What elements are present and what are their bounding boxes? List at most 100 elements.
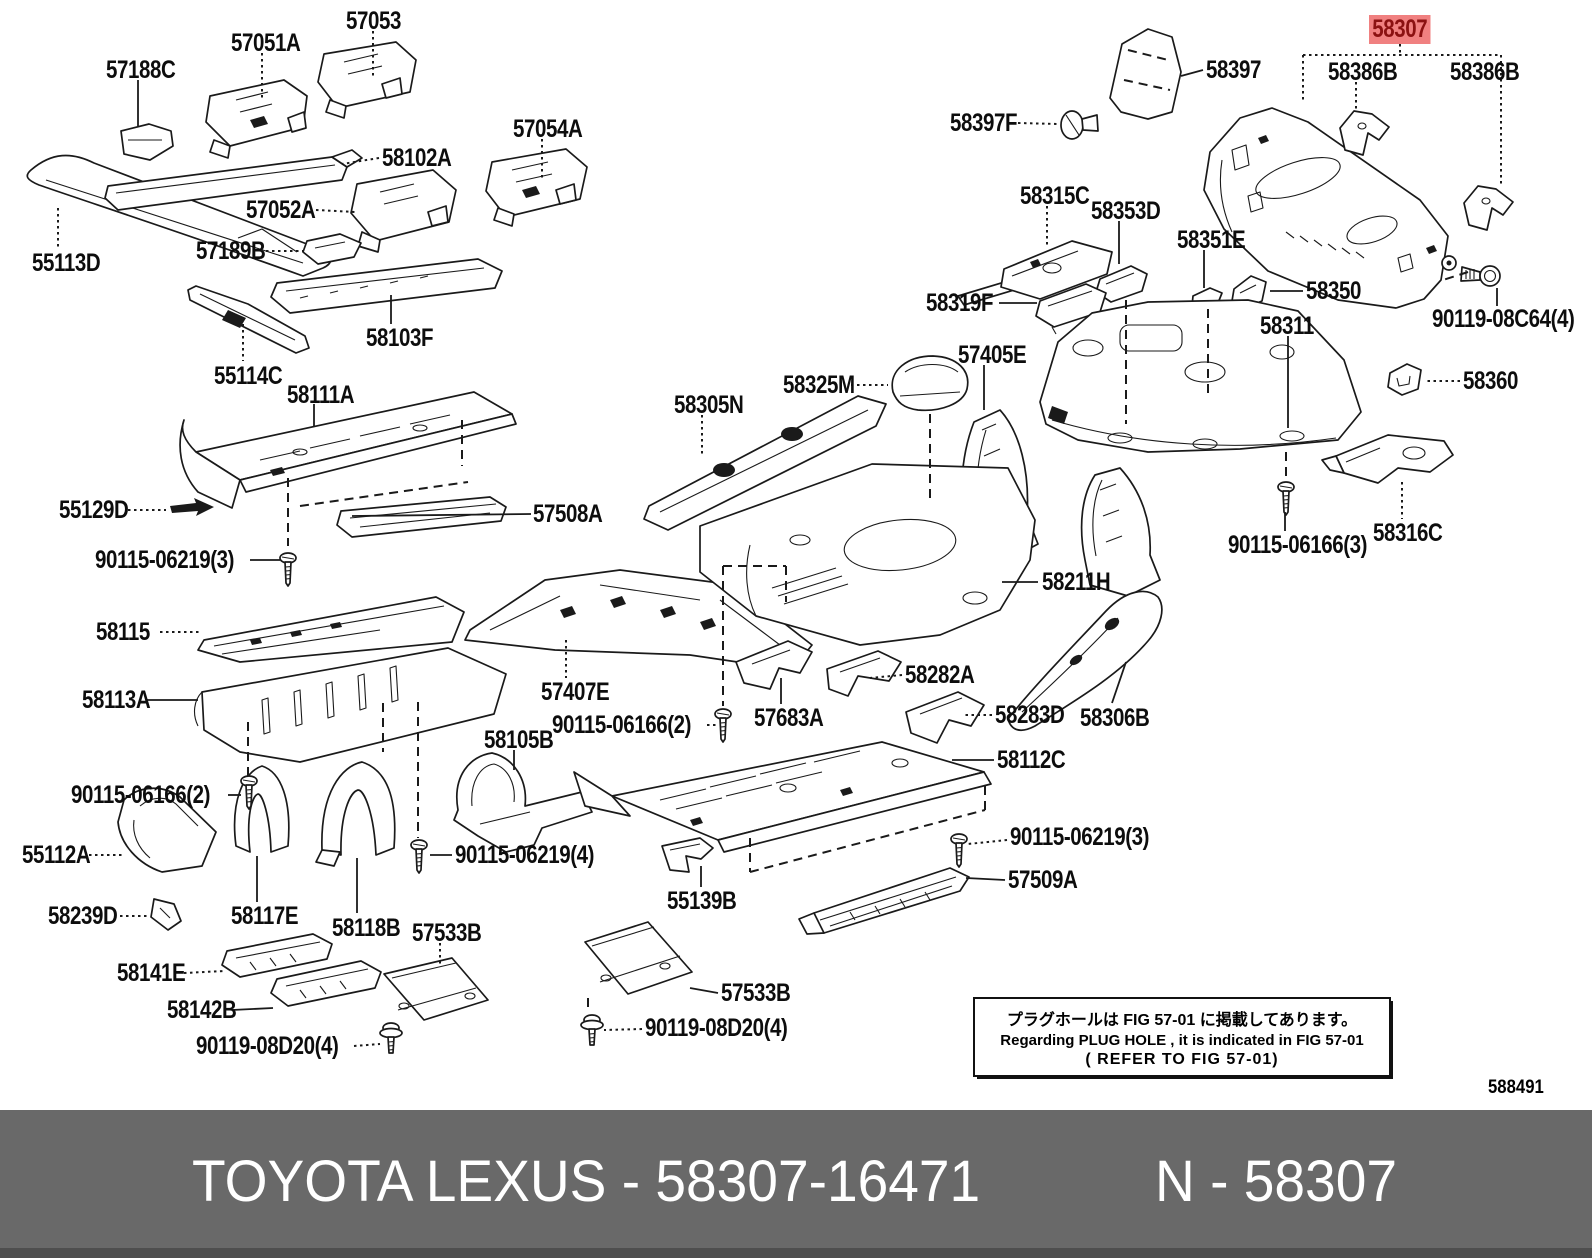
part-label-58105B[interactable]: 58105B xyxy=(484,726,554,754)
part-label-58283D[interactable]: 58283D xyxy=(995,701,1065,729)
part-label-58306B[interactable]: 58306B xyxy=(1080,704,1150,732)
footer-banner: TOYOTA LEXUS - 58307-16471 N - 58307 xyxy=(0,1110,1592,1258)
part-label-58282A[interactable]: 58282A xyxy=(905,661,975,689)
part-label-57189B[interactable]: 57189B xyxy=(196,237,266,265)
part-art-57508A xyxy=(337,497,506,537)
part-label-57533B-L[interactable]: 57533B xyxy=(412,919,482,947)
part-art-58141E xyxy=(222,934,332,977)
part-label-58360[interactable]: 58360 xyxy=(1463,367,1518,395)
part-art-58315C xyxy=(958,241,1112,305)
part-label-58115[interactable]: 58115 xyxy=(96,618,150,646)
part-art-58239D xyxy=(151,899,181,930)
screw-icon xyxy=(410,839,428,874)
plug-hole-note-box: プラグホールは FIG 57-01 に掲載してあります。 Regarding P… xyxy=(973,997,1391,1077)
part-label-58353D[interactable]: 58353D xyxy=(1091,197,1161,225)
part-label-57508A[interactable]: 57508A xyxy=(533,500,603,528)
part-label-58397[interactable]: 58397 xyxy=(1206,56,1261,84)
part-label-57051A[interactable]: 57051A xyxy=(231,29,301,57)
part-label-55114C[interactable]: 55114C xyxy=(214,362,283,390)
leader-line-90119-08D20-4-L xyxy=(354,1044,380,1046)
diagram-canvas xyxy=(0,0,1592,1054)
screw-icon xyxy=(714,708,732,743)
part-label-58211H[interactable]: 58211H xyxy=(1042,568,1111,596)
part-art-58105B xyxy=(454,753,592,852)
part-art-58211H xyxy=(700,464,1035,645)
part-label-90119-08C64-4[interactable]: 90119-08C64(4) xyxy=(1432,305,1575,333)
part-label-58118B[interactable]: 58118B xyxy=(332,914,401,942)
part-art-58311 xyxy=(1040,300,1361,452)
part-label-58307[interactable]: 58307 xyxy=(1369,15,1431,44)
part-label-57407E[interactable]: 57407E xyxy=(541,678,610,706)
part-art-58113A xyxy=(195,648,506,762)
part-art-58386B-right xyxy=(1464,186,1513,230)
part-art-55129D xyxy=(170,498,214,516)
part-art-58316C xyxy=(1322,435,1453,483)
part-label-58141E[interactable]: 58141E xyxy=(117,959,186,987)
part-label-57509A[interactable]: 57509A xyxy=(1008,866,1078,894)
part-label-58142B[interactable]: 58142B xyxy=(167,996,237,1024)
part-label-90115-06166-3[interactable]: 90115-06166(3) xyxy=(1228,531,1368,559)
part-art-58102A xyxy=(105,150,362,210)
part-label-58102A[interactable]: 58102A xyxy=(382,144,452,172)
banner-catalog-text: TOYOTA LEXUS - 58307-16471 xyxy=(192,1148,981,1214)
part-label-90119-08D20-4-L[interactable]: 90119-08D20(4) xyxy=(196,1032,339,1060)
part-label-58350[interactable]: 58350 xyxy=(1306,277,1361,305)
part-art-57683A xyxy=(736,641,812,689)
part-art-55113D xyxy=(27,155,330,276)
part-label-90115-06219-3-R[interactable]: 90115-06219(3) xyxy=(1010,823,1150,851)
leader-line-90115-06219-3-R xyxy=(968,840,1007,844)
leader-line-57508A xyxy=(352,514,531,516)
part-label-90115-06166-2-C[interactable]: 90115-06166(2) xyxy=(552,711,692,739)
part-label-58111A[interactable]: 58111A xyxy=(287,381,355,409)
part-label-57188C[interactable]: 57188C xyxy=(106,56,176,84)
part-label-58325M[interactable]: 58325M xyxy=(783,371,855,399)
part-label-57053[interactable]: 57053 xyxy=(346,7,401,35)
screw-icon xyxy=(279,552,297,587)
part-label-58112C[interactable]: 58112C xyxy=(997,746,1066,774)
bracket-dotted-lines xyxy=(1303,55,1501,186)
part-label-58305N[interactable]: 58305N xyxy=(674,391,744,419)
part-label-90115-06219-4[interactable]: 90115-06219(4) xyxy=(455,841,595,869)
leader-line-58142B xyxy=(232,1008,273,1010)
parts-artwork xyxy=(27,29,1513,1020)
part-label-90115-06166-2-L[interactable]: 90115-06166(2) xyxy=(71,781,211,809)
leader-line-57533B-C xyxy=(690,988,718,993)
part-label-58311[interactable]: 58311 xyxy=(1260,312,1314,340)
part-art-58142B xyxy=(271,961,381,1006)
part-art-55139B xyxy=(662,838,713,872)
part-label-58386B-R[interactable]: 58386B xyxy=(1450,58,1520,86)
part-label-58319F[interactable]: 58319F xyxy=(926,289,994,317)
leader-line-57052A xyxy=(316,210,355,212)
part-label-58113A[interactable]: 58113A xyxy=(82,686,151,714)
part-label-55112A[interactable]: 55112A xyxy=(22,841,91,869)
part-art-57509A xyxy=(799,868,969,934)
part-label-57052A[interactable]: 57052A xyxy=(246,196,316,224)
part-label-58351E[interactable]: 58351E xyxy=(1177,226,1246,254)
part-label-58117E[interactable]: 58117E xyxy=(231,902,299,930)
part-label-58103F[interactable]: 58103F xyxy=(366,324,434,352)
part-label-90119-08D20-4-C[interactable]: 90119-08D20(4) xyxy=(645,1014,788,1042)
part-label-58397F[interactable]: 58397F xyxy=(950,109,1018,137)
bolt-icon xyxy=(580,1014,604,1046)
part-label-55113D[interactable]: 55113D xyxy=(32,249,101,277)
part-label-55139B[interactable]: 55139B xyxy=(667,887,737,915)
part-art-57533B-center xyxy=(585,922,692,994)
part-label-57405E[interactable]: 57405E xyxy=(958,341,1027,369)
part-label-58239D[interactable]: 58239D xyxy=(48,902,118,930)
part-label-58316C[interactable]: 58316C xyxy=(1373,519,1443,547)
part-label-58386B-L[interactable]: 58386B xyxy=(1328,58,1398,86)
part-art-57053 xyxy=(318,42,416,118)
screw-icon xyxy=(950,833,968,868)
part-label-55129D[interactable]: 55129D xyxy=(59,496,129,524)
note-line-english: Regarding PLUG HOLE , it is indicated in… xyxy=(1000,1031,1364,1049)
part-label-57533B-C[interactable]: 57533B xyxy=(721,979,791,1007)
part-art-57533B-left xyxy=(384,958,488,1020)
part-label-58315C[interactable]: 58315C xyxy=(1020,182,1090,210)
note-line-japanese: プラグホールは FIG 57-01 に掲載してあります。 xyxy=(1006,1011,1358,1029)
part-label-90115-06219-3-L[interactable]: 90115-06219(3) xyxy=(95,546,235,574)
leader-line-58397F xyxy=(1018,123,1058,124)
part-label-57054A[interactable]: 57054A xyxy=(513,115,583,143)
part-art-90119-08C64-bolt xyxy=(1461,266,1500,286)
part-label-57683A[interactable]: 57683A xyxy=(754,704,824,732)
part-art-58115 xyxy=(198,597,464,662)
